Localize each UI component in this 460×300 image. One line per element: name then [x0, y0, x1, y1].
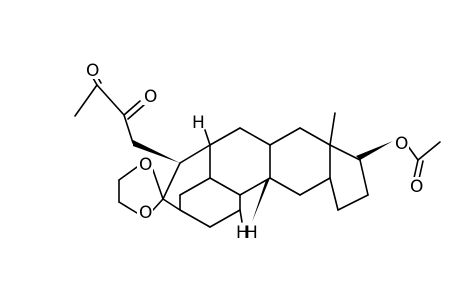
bond-c5: [269, 177, 301, 196]
bond-c7: [359, 159, 369, 196]
bond-d5: [152, 198, 164, 211]
bond-c2-o2-b: [127, 104, 145, 120]
bond-a6: [162, 162, 181, 200]
bond-b5: [209, 177, 241, 196]
bond-b4: [239, 177, 271, 196]
bond-c1: [269, 127, 301, 146]
acetate-group: [356, 141, 441, 180]
wedge-acetate: [356, 141, 393, 160]
bond-c6: [329, 144, 361, 161]
diketone-side-chain: [74, 75, 180, 163]
atom-o-ketone-1: O: [86, 61, 99, 81]
bond-a1: [179, 144, 211, 164]
wedge-h-bottom-right: [252, 178, 270, 222]
bond-c1-c2: [96, 84, 125, 116]
bond-a7: [179, 209, 211, 228]
atom-h-bottom-left: H: [236, 223, 249, 243]
bond-methyl: [329, 112, 336, 146]
stereo-hydrogens: [204, 129, 270, 223]
ring-c: [269, 127, 369, 211]
atom-o-ketone-2: O: [144, 87, 157, 107]
bond-a8: [209, 209, 241, 228]
bond-c2: [299, 127, 331, 146]
angular-methyl: [329, 112, 336, 146]
bond-d1: [152, 169, 164, 200]
bond-c2-o2-a: [123, 100, 141, 116]
bond-c2-ch2: [123, 114, 134, 144]
bond-b1: [209, 127, 241, 146]
dioxolane-ring: [118, 166, 164, 214]
atom-h-top: H: [192, 113, 205, 133]
atom-o-dioxolane-2: O: [139, 203, 152, 223]
bond-co-a: [413, 159, 419, 179]
bond-h-top: [204, 129, 211, 146]
ring-b: [209, 127, 271, 196]
bond-d2: [118, 166, 138, 181]
ring-a: [162, 144, 211, 211]
bond-c9: [329, 177, 339, 211]
bond-methyl-c1: [74, 84, 98, 117]
atom-o-dioxolane-1: O: [139, 155, 152, 175]
bond-a3: [179, 177, 211, 196]
bond-h-bottom-left: [239, 209, 243, 223]
atom-o-ester: O: [395, 134, 408, 154]
atom-o-carbonyl: O: [410, 177, 423, 197]
bond-b2: [239, 127, 271, 146]
bond-a5: [162, 198, 181, 211]
wedge-ch2-ring: [133, 140, 180, 163]
bond-d4: [118, 201, 138, 214]
bond-co-b: [418, 160, 424, 180]
ring-a-lower: [179, 194, 241, 228]
bond-c-methyl: [417, 141, 441, 161]
atom-labels: O O O O O O H H H: [84, 61, 424, 243]
bond-c4: [299, 177, 331, 196]
bond-c8: [337, 194, 369, 211]
bond-c1-o1-a: [92, 77, 98, 86]
atom-h-bottom-right: H: [245, 223, 258, 243]
